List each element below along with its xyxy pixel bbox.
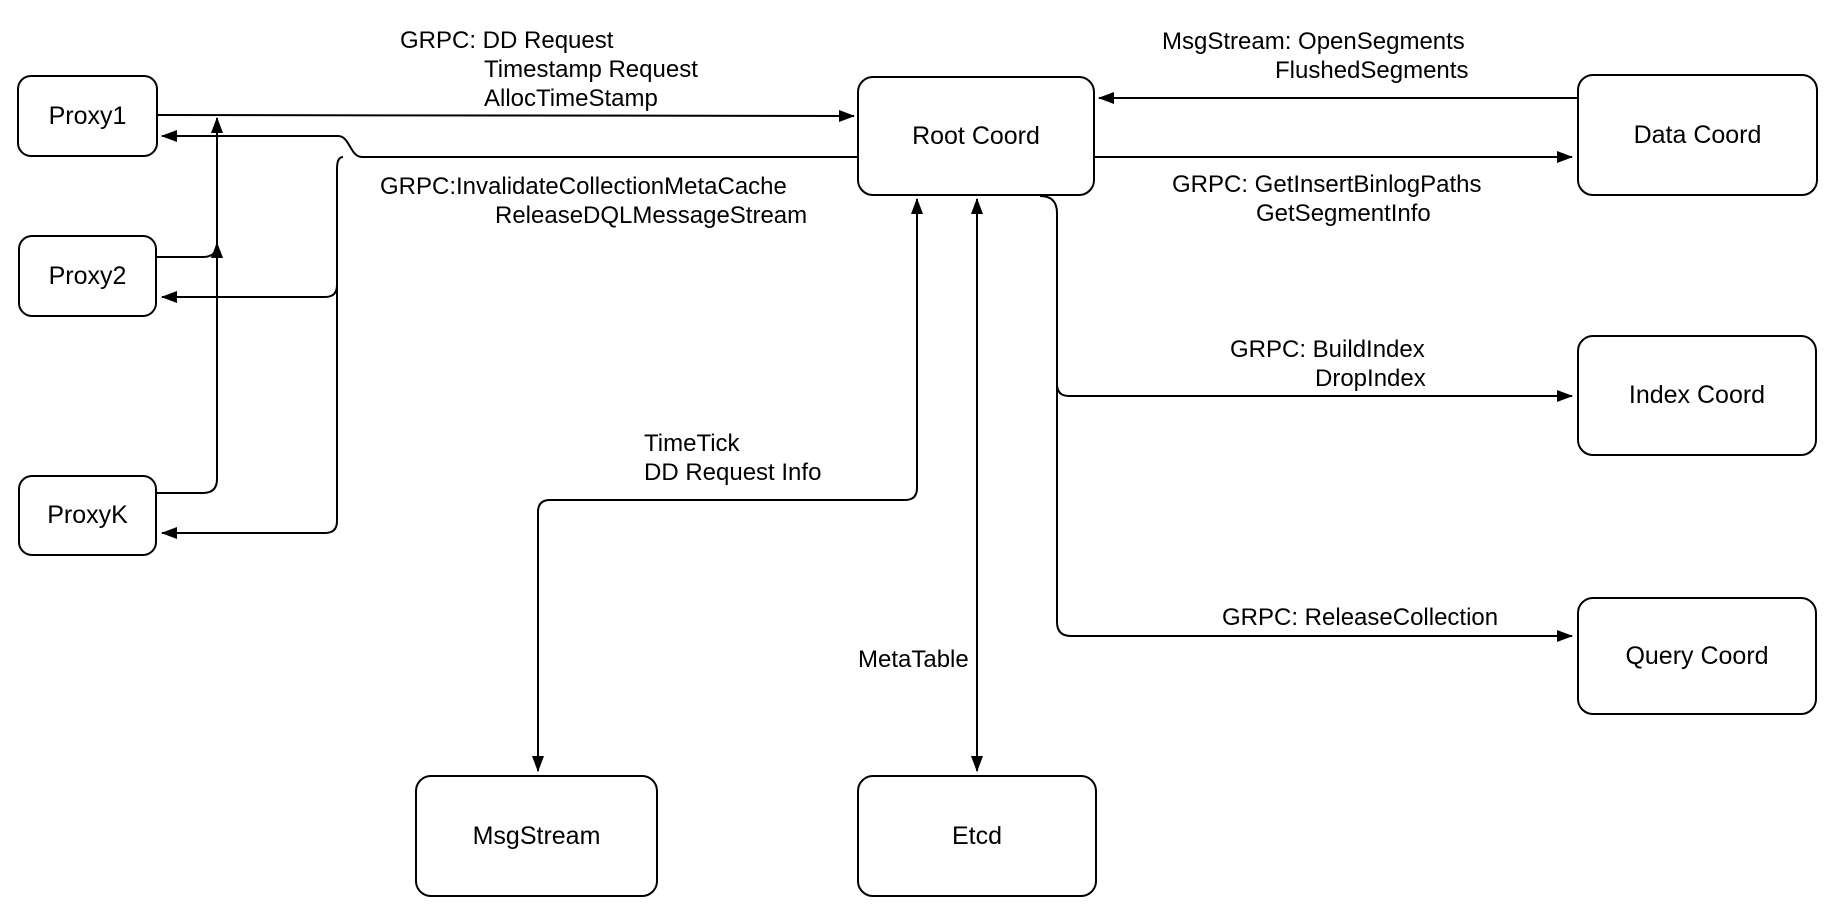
edge-proxyk-trunk-up-to-root-line xyxy=(157,117,223,494)
node-query-coord-label: Query Coord xyxy=(1625,641,1769,670)
edge-label-line: Timestamp Request xyxy=(484,56,698,83)
edge-label-line: GRPC: ReleaseCollection xyxy=(1222,604,1499,631)
node-etcd-label: Etcd xyxy=(951,821,1003,850)
edge-label-root-to-query: GRPC: ReleaseCollection xyxy=(1222,603,1498,632)
node-msgstream: MsgStream xyxy=(415,775,658,897)
edge-proxy2-merge-up xyxy=(157,242,223,259)
edge-label-line: DropIndex xyxy=(1315,365,1426,392)
edge-root-coord-to-index-coord xyxy=(1056,383,1573,402)
edge-label-line: MetaTable xyxy=(858,646,969,673)
edge-label-root-to-proxy: GRPC:InvalidateCollectionMetaCache Relea… xyxy=(380,172,807,230)
node-proxyk-label: ProxyK xyxy=(47,501,128,529)
edge-label-line: GRPC: DD Request xyxy=(400,27,614,54)
edge-label-line: ReleaseDQLMessageStream xyxy=(495,202,808,229)
node-proxy2: Proxy2 xyxy=(18,235,157,317)
edge-label-line: TimeTick xyxy=(644,430,740,457)
node-msgstream-label: MsgStream xyxy=(472,821,601,850)
edge-root-coord-to-proxy1 xyxy=(161,130,857,158)
edge-label-line: GRPC: BuildIndex xyxy=(1230,336,1425,363)
node-root-coord-label: Root Coord xyxy=(912,121,1040,150)
node-data-coord-label: Data Coord xyxy=(1633,120,1762,149)
edge-label-line: AllocTimeStamp xyxy=(484,85,658,112)
edge-label-line: DD Request Info xyxy=(644,459,822,486)
edge-label-line: GRPC: GetInsertBinlogPaths xyxy=(1172,171,1482,198)
edge-label-root-to-index: GRPC: BuildIndex DropIndex xyxy=(1230,335,1426,393)
node-index-coord-label: Index Coord xyxy=(1628,381,1766,409)
edge-label-line: MsgStream: OpenSegments xyxy=(1162,28,1465,55)
node-etcd: Etcd xyxy=(857,775,1097,897)
edge-root-coord-to-query-coord xyxy=(1039,195,1573,642)
edge-proxy1-to-root-coord xyxy=(157,109,855,122)
node-query-coord: Query Coord xyxy=(1577,597,1817,715)
node-index-coord: Index Coord xyxy=(1577,335,1817,456)
edge-label-line: GetSegmentInfo xyxy=(1256,200,1431,227)
edge-label-proxy-to-root: GRPC: DD Request Timestamp Request Alloc… xyxy=(400,26,698,113)
node-data-coord: Data Coord xyxy=(1577,74,1818,196)
node-proxy1: Proxy1 xyxy=(17,75,158,157)
node-proxy2-label: Proxy2 xyxy=(48,261,127,290)
edge-label-root-to-data: GRPC: GetInsertBinlogPaths GetSegmentInf… xyxy=(1172,170,1481,228)
edge-label-line: FlushedSegments xyxy=(1275,57,1469,84)
node-root-coord: Root Coord xyxy=(857,76,1095,196)
edge-label-root-to-etcd: MetaTable xyxy=(858,645,969,674)
edge-label-line: GRPC:InvalidateCollectionMetaCache xyxy=(380,173,787,200)
edge-label-root-to-msgstream: TimeTick DD Request Info xyxy=(644,429,821,487)
edge-root-coord-branch-down-to-proxyk xyxy=(161,156,344,539)
node-proxyk: ProxyK xyxy=(18,475,157,556)
edge-label-data-to-root: MsgStream: OpenSegments FlushedSegments xyxy=(1162,27,1468,85)
edge-root-coord-branch-to-proxy2 xyxy=(161,284,338,303)
node-proxy1-label: Proxy1 xyxy=(48,101,127,130)
edge-root-coord-to-msgstream xyxy=(532,198,923,772)
